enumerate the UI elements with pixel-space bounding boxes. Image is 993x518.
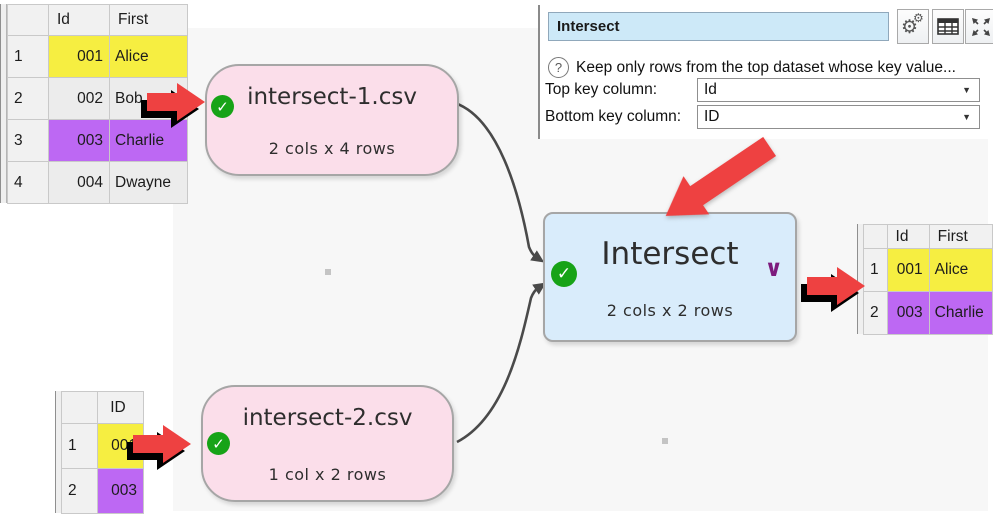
table-row: 2 003 <box>61 468 144 514</box>
row-number[interactable]: 2 <box>7 77 49 120</box>
vertical-scrollbar[interactable] <box>0 4 7 203</box>
row-number[interactable]: 1 <box>7 35 49 78</box>
cell[interactable]: 001 <box>886 248 930 292</box>
table-header-row: Id First <box>863 224 993 249</box>
node-title: intersect-1.csv <box>247 84 417 110</box>
node-size-label: 2 cols x 2 rows <box>606 301 734 320</box>
column-header[interactable]: ID <box>97 391 144 424</box>
help-text: Keep only rows from the top dataset whos… <box>576 58 956 76</box>
success-check-icon: ✓ <box>211 95 234 118</box>
table-row: 1 001 Alice <box>863 248 993 292</box>
node-intersect-transform[interactable]: Intersect 2 cols x 2 rows ✓ ∨ <box>543 212 797 342</box>
gear-icon: ⚙ ⚙ <box>901 11 924 38</box>
maximize-button[interactable] <box>965 9 993 44</box>
column-header[interactable]: Id <box>48 4 110 36</box>
show-table-button[interactable] <box>932 9 964 44</box>
row-number[interactable]: 1 <box>863 248 888 292</box>
corner-cell[interactable] <box>863 224 888 249</box>
row-number[interactable]: 1 <box>61 423 98 469</box>
annotation-arrow-intersect-to-output <box>801 267 865 312</box>
right-output-table: Id First 1 001 Alice 2 003 Charlie <box>863 224 993 335</box>
transform-settings-panel: Intersect ⚙ ⚙ <box>538 5 993 139</box>
table-grid-icon <box>937 18 959 35</box>
success-check-icon: ✓ <box>207 432 230 455</box>
cell[interactable]: 001 <box>48 35 110 78</box>
transform-name-input[interactable]: Intersect <box>548 12 889 41</box>
row-number[interactable]: 2 <box>61 468 98 514</box>
bottom-left-input-table: ID 1 001 2 003 <box>61 391 144 514</box>
top-key-column-select[interactable]: Id ▼ <box>697 78 980 102</box>
cell[interactable]: 004 <box>48 161 110 204</box>
selected-value: Id <box>704 81 717 98</box>
table-row: 1 001 Alice <box>7 35 188 78</box>
cell[interactable]: 003 <box>97 468 144 514</box>
table-row: 3 003 Charlie <box>7 119 188 162</box>
settings-button[interactable]: ⚙ ⚙ <box>897 9 929 44</box>
cell[interactable]: 003 <box>48 119 110 162</box>
success-check-icon: ✓ <box>551 261 577 287</box>
node-title: Intersect <box>601 236 739 272</box>
column-header[interactable]: First <box>109 4 188 36</box>
dropdown-arrow-icon: ▼ <box>962 112 971 122</box>
cell[interactable]: Alice <box>109 35 188 78</box>
table-row: 4 004 Dwayne <box>7 161 188 204</box>
expand-arrows-icon <box>971 17 990 36</box>
annotation-arrow-left-table-to-source1 <box>141 83 205 128</box>
cell[interactable]: 002 <box>48 77 110 120</box>
row-number[interactable]: 2 <box>863 291 888 335</box>
column-header[interactable]: First <box>928 224 993 249</box>
canvas-grid-dot <box>662 438 668 444</box>
corner-cell[interactable] <box>7 4 49 36</box>
dropdown-arrow-icon: ▼ <box>962 85 971 95</box>
top-key-column-label: Top key column: <box>545 81 657 98</box>
annotation-arrow-panel-to-intersect <box>665 136 777 216</box>
node-intersect-1-csv[interactable]: intersect-1.csv 2 cols x 4 rows ✓ <box>205 64 459 176</box>
row-number[interactable]: 4 <box>7 161 49 204</box>
table-header-row: ID <box>61 391 144 424</box>
help-row: ? Keep only rows from the top dataset wh… <box>548 57 956 78</box>
bottom-key-column-label: Bottom key column: <box>545 108 682 125</box>
cell[interactable]: 003 <box>886 291 930 335</box>
table-header-row: Id First <box>7 4 188 36</box>
chevron-down-icon[interactable]: ∨ <box>764 256 783 282</box>
row-number[interactable]: 3 <box>7 119 49 162</box>
cell[interactable]: Alice <box>928 248 993 292</box>
node-size-label: 1 col x 2 rows <box>268 465 387 484</box>
column-header[interactable]: Id <box>886 224 930 249</box>
bottom-key-column-select[interactable]: ID ▼ <box>697 105 980 129</box>
cell[interactable]: Charlie <box>928 291 993 335</box>
annotation-arrow-bottom-table-to-source2 <box>127 425 191 470</box>
node-title: intersect-2.csv <box>242 405 413 431</box>
cell[interactable]: Charlie <box>109 119 188 162</box>
node-intersect-2-csv[interactable]: intersect-2.csv 1 col x 2 rows ✓ <box>201 385 454 502</box>
corner-cell[interactable] <box>61 391 98 424</box>
cell[interactable]: Dwayne <box>109 161 188 204</box>
canvas-grid-dot <box>325 269 331 275</box>
help-icon[interactable]: ? <box>548 57 569 78</box>
selected-value: ID <box>704 108 720 125</box>
table-row: 2 003 Charlie <box>863 291 993 335</box>
node-size-label: 2 cols x 4 rows <box>268 139 396 158</box>
